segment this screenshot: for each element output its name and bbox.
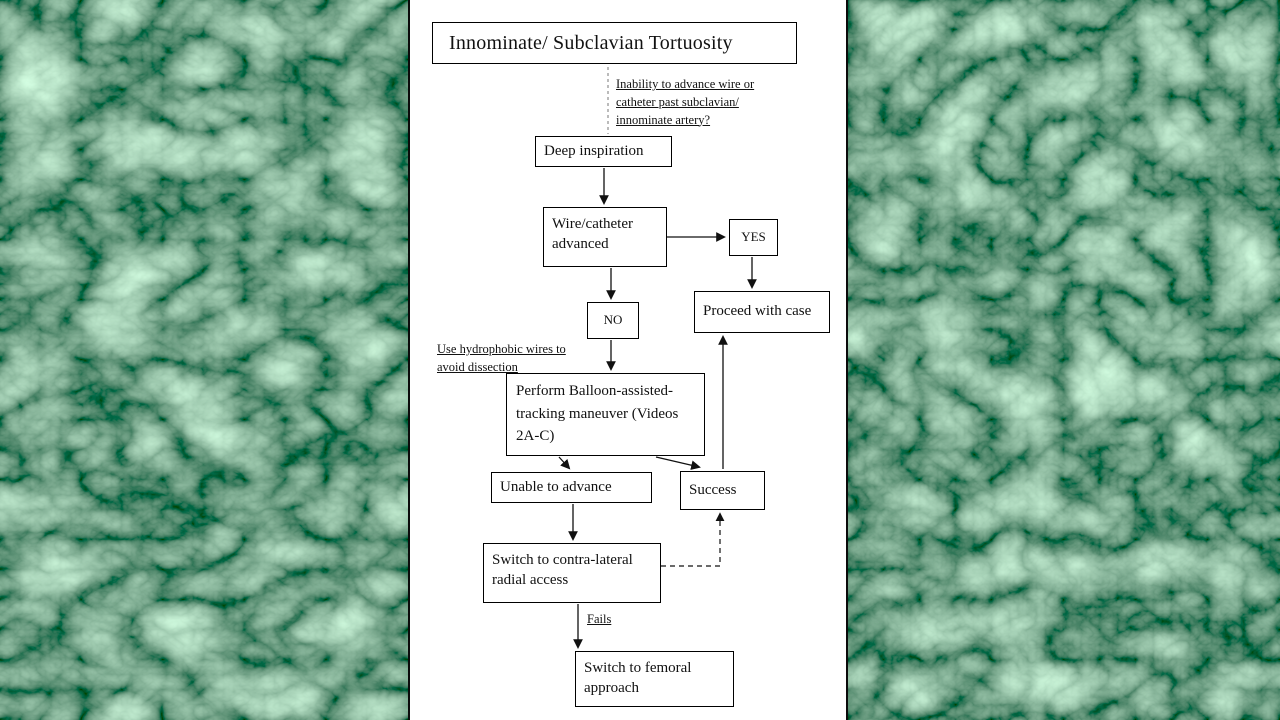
node-yes: YES xyxy=(729,219,778,256)
hydrophobic-line-1: Use hydrophobic wires to xyxy=(437,342,566,356)
flowchart-panel: Innominate/ Subclavian Tortuosity Inabil… xyxy=(408,0,848,720)
node-wire-catheter-advanced: Wire/catheter advanced xyxy=(543,207,667,267)
node-success: Success xyxy=(680,471,765,510)
question-line-3: innominate artery? xyxy=(616,112,711,127)
question-line-2: catheter past subclavian/ xyxy=(616,94,739,109)
node-contra-lateral-radial: Switch to contra-lateral radial access xyxy=(483,543,661,603)
node-proceed-with-case: Proceed with case xyxy=(694,291,830,333)
hydrophobic-note: Use hydrophobic wires to avoid dissectio… xyxy=(437,341,593,377)
question-annotation: Inability to advance wire or catheter pa… xyxy=(616,76,786,129)
flowchart-title: Innominate/ Subclavian Tortuosity xyxy=(432,22,797,64)
background-texture-right xyxy=(848,0,1280,720)
marble-texture-svg xyxy=(848,0,1280,720)
node-unable-to-advance: Unable to advance xyxy=(491,472,652,503)
fails-label: Fails xyxy=(587,612,612,626)
node-deep-inspiration: Deep inspiration xyxy=(535,136,672,167)
node-no: NO xyxy=(587,302,639,339)
marble-texture-svg xyxy=(0,0,408,720)
node-balloon-assisted-tracking: Perform Balloon-assisted-tracking maneuv… xyxy=(506,373,705,456)
question-line-1: Inability to advance wire or xyxy=(616,77,755,91)
node-femoral-approach: Switch to femoral approach xyxy=(575,651,734,707)
background-texture-left xyxy=(0,0,408,720)
hydrophobic-line-2: avoid dissection xyxy=(437,359,518,374)
